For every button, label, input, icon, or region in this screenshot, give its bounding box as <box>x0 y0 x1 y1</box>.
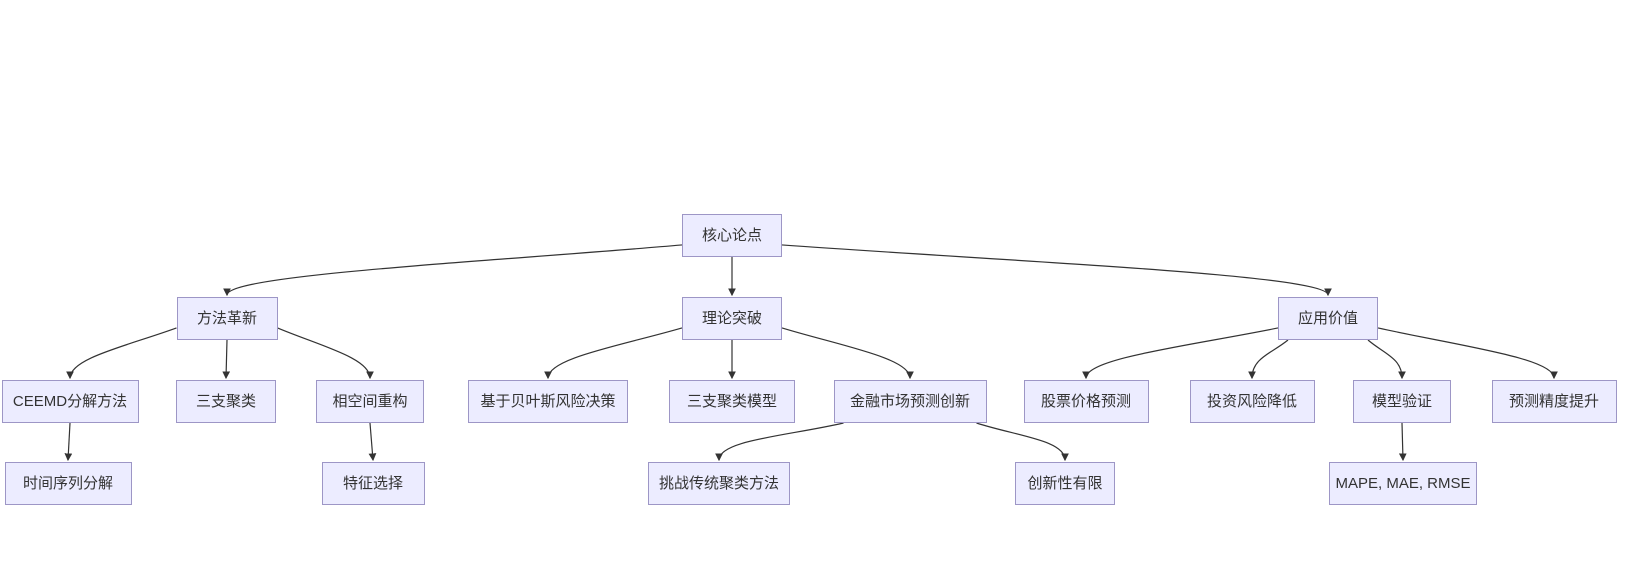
node-bayes: 基于贝叶斯风险决策 <box>468 380 628 423</box>
node-accuracy: 预测精度提升 <box>1491 380 1617 423</box>
edge-phase-feature <box>368 422 377 462</box>
node-threeway: 三支聚类 <box>176 380 276 423</box>
node-ceemd: CEEMD分解方法 <box>1 380 139 423</box>
node-risk: 投资风险降低 <box>1189 380 1315 423</box>
edge-theory-finance <box>781 327 914 380</box>
edge-application-accuracy <box>1377 327 1558 380</box>
edge-method-threeway <box>222 339 231 380</box>
node-validation: 模型验证 <box>1353 380 1451 423</box>
node-twcmodel: 三支聚类模型 <box>669 380 795 423</box>
node-method: 方法革新 <box>176 297 278 340</box>
edge-application-validation <box>1367 339 1406 380</box>
edge-finance-challenge <box>715 422 844 462</box>
node-stock: 股票价格预测 <box>1023 380 1149 423</box>
node-core: 核心论点 <box>682 214 782 257</box>
edge-core-application <box>781 244 1332 297</box>
node-timeseries: 时间序列分解 <box>4 462 132 505</box>
edge-ceemd-timeseries <box>64 422 73 462</box>
edge-finance-limited <box>976 422 1069 462</box>
node-challenge: 挑战传统聚类方法 <box>648 462 790 505</box>
node-application: 应用价值 <box>1278 297 1378 340</box>
edge-method-phase <box>277 327 374 380</box>
node-metrics: MAPE, MAE, RMSE <box>1329 462 1477 505</box>
edge-core-method <box>223 244 683 297</box>
edge-theory-bayes <box>544 327 683 380</box>
node-phase: 相空间重构 <box>316 380 424 423</box>
node-feature: 特征选择 <box>321 462 425 505</box>
edge-validation-metrics <box>1398 422 1407 462</box>
edge-application-stock <box>1082 327 1279 380</box>
node-finance: 金融市场预测创新 <box>833 380 987 423</box>
node-limited: 创新性有限 <box>1015 462 1115 505</box>
edge-method-ceemd <box>66 327 177 380</box>
edge-application-risk <box>1248 339 1289 380</box>
node-theory: 理论突破 <box>682 297 782 340</box>
